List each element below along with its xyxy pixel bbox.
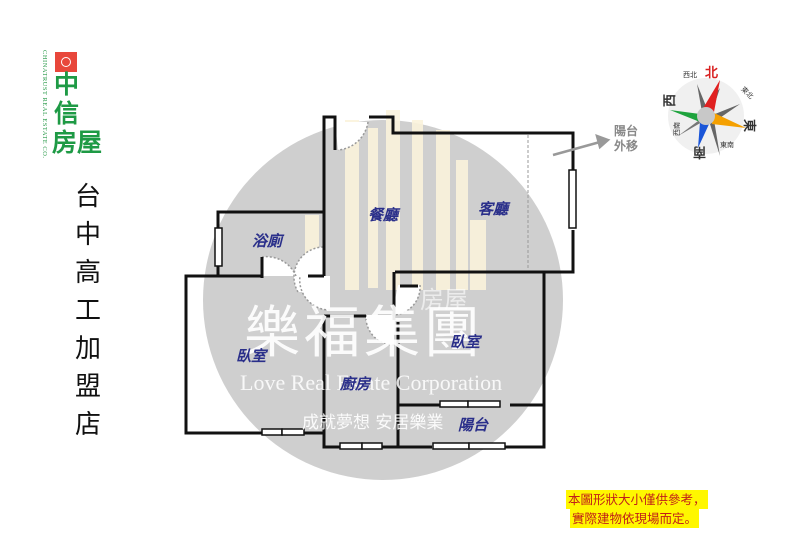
compass-east: 東 <box>741 118 757 133</box>
branch-char: 工 <box>74 296 101 326</box>
watermark-small-cn: 房屋 <box>420 288 468 314</box>
compass-southwest: 西南 <box>673 122 681 136</box>
windows <box>214 169 577 450</box>
watermark-pillars <box>305 110 486 290</box>
branch-char: 盟 <box>74 372 101 402</box>
door-swings <box>262 122 421 346</box>
room-label-bath: 浴廁 <box>252 232 283 250</box>
balcony-moved-line1: 陽台 <box>614 124 639 138</box>
branch-name: 台 中 高 工 加 盟 店 <box>68 178 108 444</box>
balcony-moved-note: 陽台 外移 <box>614 124 638 154</box>
brand-char-1: 中 <box>54 70 80 99</box>
compass-west: 西 <box>663 93 679 108</box>
room-label-kitchen: 廚房 <box>340 375 371 393</box>
branch-char: 高 <box>74 258 101 288</box>
room-label-bedroom-left: 臥室 <box>236 347 267 365</box>
disclaimer-line1: 本圖形狀大小僅供參考， <box>566 490 708 509</box>
compass-northwest: 西北 <box>683 71 697 79</box>
compass-southeast: 東南 <box>720 141 734 149</box>
disclaimer-line2: 實際建物依現場而定。 <box>570 509 700 528</box>
balcony-moved-line2: 外移 <box>614 139 639 153</box>
brand-logo-text: 中 信 房屋 <box>52 70 114 157</box>
balcony-moved-arrow <box>552 134 611 157</box>
watermark-circle <box>203 120 563 480</box>
brand-char-3: 房屋 <box>52 128 103 157</box>
room-label-bedroom-right: 臥室 <box>450 333 481 351</box>
disclaimer: 本圖形狀大小僅供參考， 實際建物依現場而定。 <box>566 490 708 528</box>
branch-char: 台 <box>74 182 101 212</box>
walls <box>184 115 575 449</box>
room-label-dining: 餐廳 <box>368 206 399 224</box>
brand-logo-mark <box>55 52 77 72</box>
branch-char: 店 <box>74 410 101 440</box>
watermark-title-cn: 樂福集團 <box>244 301 484 366</box>
compass-south: 南 <box>693 144 707 159</box>
room-label-balcony: 陽台 <box>458 416 489 434</box>
watermark-slogan: 成就夢想 安居樂業 <box>302 413 444 433</box>
branch-char: 中 <box>74 220 101 250</box>
brand-english-name: CHINATRUST REAL ESTATE CO. <box>41 50 48 159</box>
room-label-living: 客廳 <box>478 200 509 218</box>
compass-rose <box>668 78 746 156</box>
brand-char-2: 信 <box>54 99 80 128</box>
compass-north: 北 <box>705 66 719 81</box>
branch-char: 加 <box>74 334 101 364</box>
watermark-title-en: Love Real Estate Corporation <box>240 370 503 395</box>
